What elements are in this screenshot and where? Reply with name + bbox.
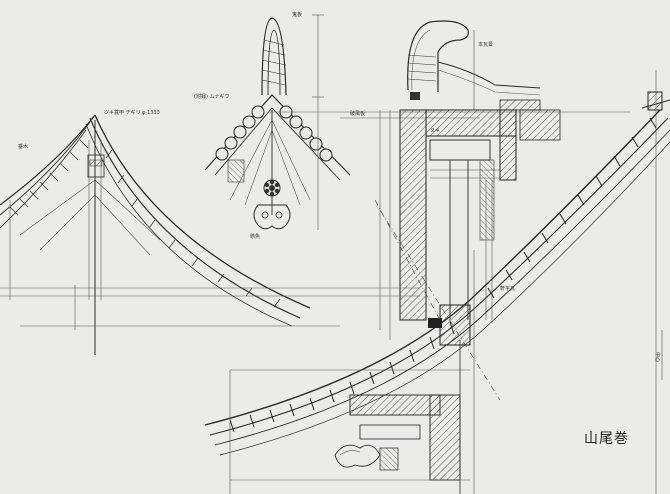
label-ridge: (附録) ムナギワ [194,93,230,100]
annotation-labels: ツキ蓑甲 チギリ φ 1333 (附録) ムナギワ 鬼板 中心 本瓦葺 軒平瓦 … [18,11,661,362]
label-rafter: 垂木 [18,143,28,150]
eave-rafter-section [204,91,670,494]
label-tile: 本瓦葺 [478,41,493,48]
left-gable-elevation [0,114,420,355]
label-onita: 鬼板 [292,11,302,18]
label-eave-tile: 軒平瓦 [500,286,515,292]
label-center: 中心 [654,352,661,362]
label-rafter-top: ツキ蓑甲 チギリ φ 1333 [104,109,160,116]
label-nuki: ヌキ [430,128,440,134]
label-gegyo: 懸魚 [250,233,260,240]
ridge-cross-section [379,20,561,340]
label-bargeboard: 破風板 [350,110,365,117]
drawing-title: 山尾巻 [584,431,629,447]
